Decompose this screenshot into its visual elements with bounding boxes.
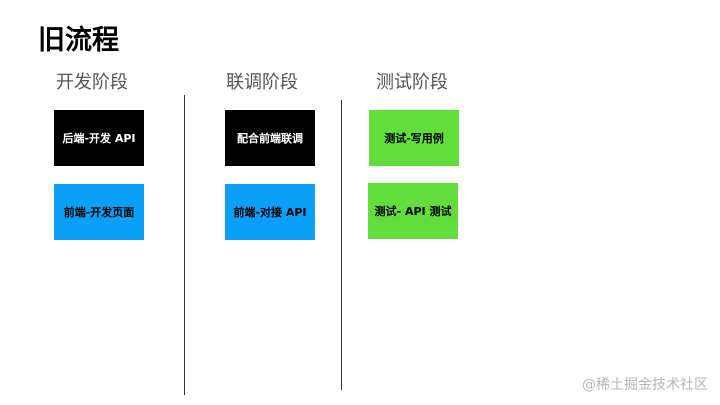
card-frontend-connect-api: 前端-对接 API — [225, 184, 315, 240]
divider-line-2 — [341, 100, 342, 390]
stage-label-dev: 开发阶段 — [56, 72, 128, 93]
card-test-api-test: 测试- API 测试 — [368, 183, 458, 239]
card-backend-dev-api: 后端-开发 API — [54, 110, 144, 166]
page-title: 旧流程 — [38, 25, 119, 56]
card-test-write-cases: 测试-写用例 — [369, 110, 459, 166]
watermark: @稀土掘金技术社区 — [582, 377, 708, 393]
divider-line-1 — [184, 95, 185, 395]
card-frontend-dev-page: 前端-开发页面 — [54, 184, 144, 240]
stage-label-test: 测试阶段 — [376, 72, 448, 93]
stage-label-integration: 联调阶段 — [226, 72, 298, 93]
card-cooperate-integration: 配合前端联调 — [225, 110, 315, 166]
